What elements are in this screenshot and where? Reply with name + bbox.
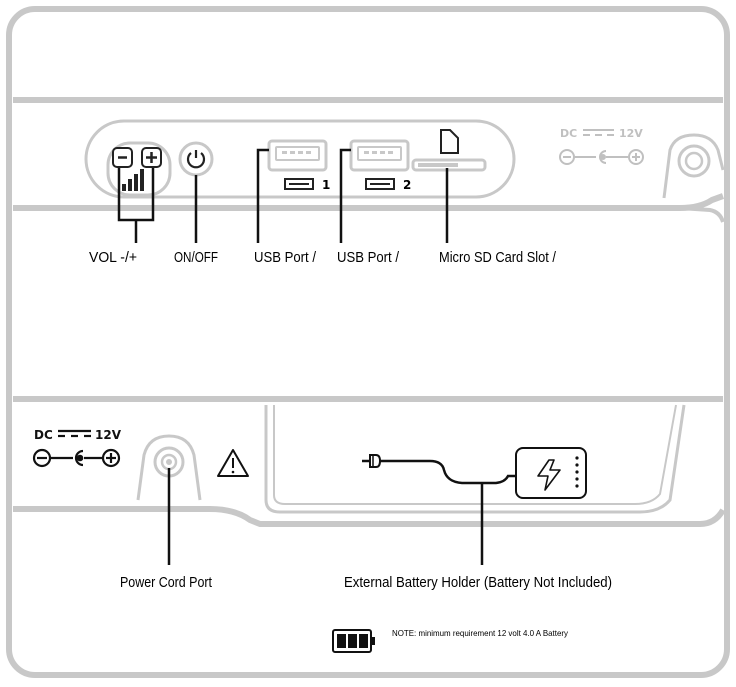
usb1-label: USB Port /	[254, 249, 317, 266]
usb2-number: 2	[403, 178, 411, 192]
vol-label: VOL -/+	[89, 249, 137, 266]
vol-minus-icon[interactable]	[112, 147, 133, 168]
dc-top-dc: DC	[560, 127, 577, 140]
cable-line	[380, 459, 516, 485]
power-icon[interactable]	[178, 141, 214, 177]
battery-holder-recess	[264, 404, 686, 514]
dc-polarity-icon	[559, 149, 644, 165]
dc-jack-top	[662, 133, 725, 199]
dc-polarity-icon	[32, 448, 121, 468]
usb1-number: 1	[322, 178, 330, 192]
battery-holder-label: External Battery Holder (Battery Not Inc…	[344, 574, 612, 591]
top-leader-lines	[117, 148, 449, 243]
plug-icon	[362, 454, 382, 468]
sd-card-slot[interactable]	[411, 158, 487, 172]
outer-frame	[6, 6, 730, 678]
dc-line-icon	[583, 129, 614, 136]
power-bank-icon	[515, 447, 587, 499]
battery-icon	[332, 629, 375, 653]
bottom-leader-lines	[167, 468, 484, 565]
usb-port-icon[interactable]	[349, 139, 410, 190]
vol-plus-icon[interactable]	[141, 147, 162, 168]
usb2-label: USB Port /	[337, 249, 400, 266]
volume-bars-icon	[122, 169, 144, 191]
usb-port-icon[interactable]	[267, 139, 328, 190]
dc-bottom-dc: DC	[34, 428, 53, 442]
battery-note: NOTE: minimum requirement 12 volt 4.0 A …	[392, 628, 569, 638]
volume-housing	[106, 141, 172, 197]
warning-icon	[217, 449, 249, 477]
dc-top-volts: 12V	[619, 127, 643, 140]
sd-card-icon	[440, 129, 459, 154]
dc-line-icon	[58, 429, 91, 438]
onoff-label: ON/OFF	[174, 249, 218, 266]
control-panel-pill	[84, 119, 516, 199]
bottom-band-bottom	[13, 506, 726, 527]
sd-label: Micro SD Card Slot /	[439, 249, 557, 266]
dc-bottom-volts: 12V	[95, 428, 122, 442]
power-cord-label: Power Cord Port	[120, 574, 213, 591]
